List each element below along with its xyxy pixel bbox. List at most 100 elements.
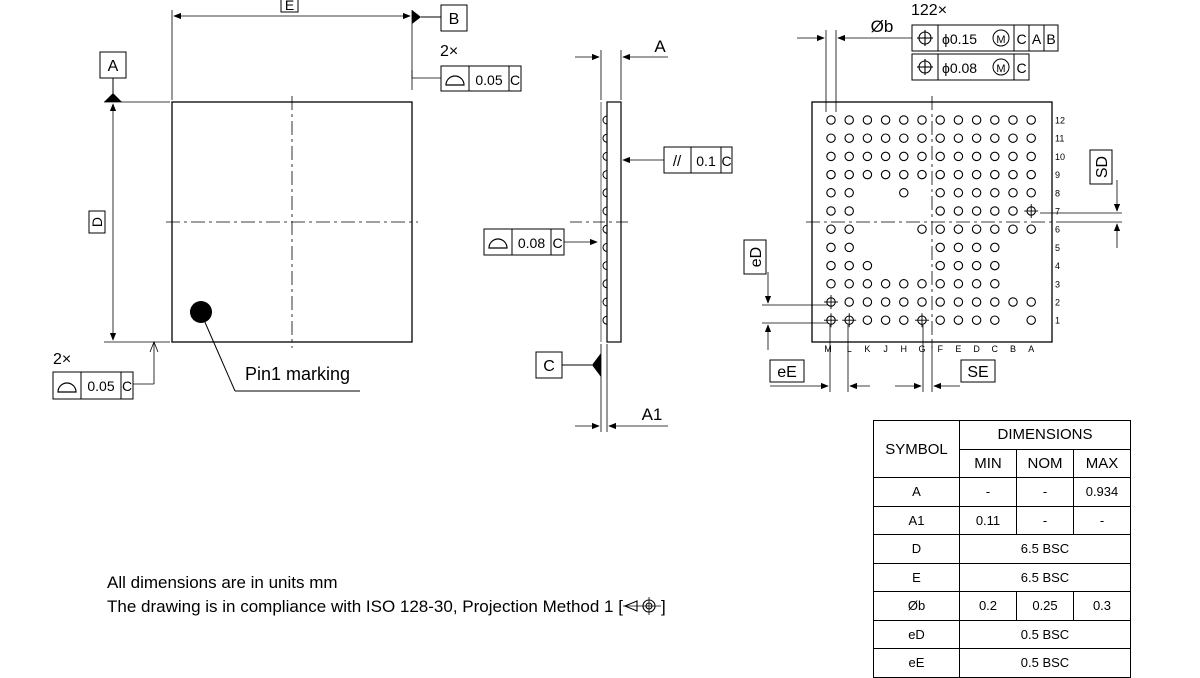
svg-text:0.08: 0.08 (518, 235, 545, 251)
column-label-A: A (1028, 344, 1034, 354)
parallelism-icon: // (673, 153, 682, 170)
position-icon (917, 30, 933, 46)
ball-L5 (844, 242, 854, 253)
ball-C5 (990, 242, 1000, 253)
ball-G6 (917, 224, 927, 234)
ball-F12 (935, 115, 945, 125)
ball-H2 (899, 297, 909, 307)
side-ball (602, 315, 608, 325)
ball-E1 (953, 315, 964, 325)
ball-B12 (1008, 115, 1018, 125)
table-row: A - - 0.934 (873, 477, 1131, 507)
ball-count: 122× (911, 2, 947, 19)
mmc-modifier-icon (992, 29, 1010, 47)
side-ball (602, 206, 608, 216)
ball-M10 (826, 151, 836, 162)
side-ball (602, 133, 608, 143)
ball-A10 (1026, 151, 1036, 162)
side-ball (602, 170, 608, 180)
ball-H1 (899, 315, 909, 325)
ball-K9 (862, 169, 873, 180)
note-units: All dimensions are in units mm (107, 573, 338, 592)
ball-J2 (880, 297, 891, 307)
side-ball (602, 115, 608, 125)
projection-method-icon (622, 597, 661, 615)
ball-B9 (1008, 169, 1018, 180)
ball-E9 (953, 169, 964, 180)
surface-profile-icon (445, 75, 465, 86)
ball-K10 (862, 151, 873, 162)
row-label-3: 3 (1055, 279, 1060, 289)
ball-E11 (953, 133, 964, 143)
ball-M11 (826, 133, 836, 143)
ball-J3 (880, 279, 891, 289)
ball-J1 (880, 315, 891, 325)
ball-L3 (844, 279, 854, 289)
ball-C6 (990, 224, 1000, 234)
dimensions-table: SYMBOL DIMENSIONS MIN NOM MAX A - - 0.93… (873, 420, 1131, 678)
ball-C2 (990, 297, 1000, 307)
ball-D3 (971, 279, 982, 289)
ball-C9 (990, 169, 1000, 180)
ball-B7 (1008, 206, 1018, 216)
ball-D7 (971, 206, 982, 216)
side-ball (602, 188, 608, 198)
ball-D9 (971, 169, 982, 180)
side-ball (602, 261, 608, 271)
col-dimensions: DIMENSIONS (959, 420, 1131, 450)
column-label-J: J (883, 344, 888, 354)
ball-F1 (935, 315, 945, 325)
ball-A2 (1026, 297, 1036, 307)
row-label-11: 11 (1055, 134, 1064, 144)
side-view: A A1 // 0.1 C 0.08 C C (483, 37, 733, 432)
surface-profile-icon-2 (57, 382, 77, 393)
table-row: eE 0.5 BSC (873, 648, 1131, 678)
ball-G10 (917, 151, 927, 162)
ball-A6 (1026, 224, 1036, 234)
position-icon-2 (917, 59, 933, 75)
ball-L9 (844, 169, 854, 180)
row-label-8: 8 (1055, 188, 1060, 198)
side-ball-column (602, 115, 608, 325)
ball-K3 (862, 279, 873, 289)
ball-H12 (899, 115, 909, 125)
ball-reference-cross (824, 295, 838, 309)
col-symbol: SYMBOL (873, 420, 960, 478)
ball-M6 (826, 224, 836, 234)
row-label-2: 2 (1055, 298, 1060, 308)
col-nom: NOM (1016, 448, 1074, 478)
ball-D12 (971, 115, 982, 125)
ball-D6 (971, 224, 982, 234)
ball-C10 (990, 151, 1000, 162)
column-label-D: D (973, 344, 980, 354)
svg-text:0.05: 0.05 (87, 378, 114, 394)
ed-label: eD (748, 247, 765, 267)
ee-label: eE (777, 364, 797, 381)
side-ball (602, 279, 608, 289)
svg-text:A: A (1032, 31, 1042, 47)
ball-C4 (990, 260, 1000, 271)
ball-K11 (862, 133, 873, 143)
ball-L6 (844, 224, 854, 234)
ball-E5 (953, 242, 964, 253)
column-label-H: H (901, 344, 908, 354)
side-ball (602, 242, 608, 252)
ball-E2 (953, 297, 964, 307)
side-ball (602, 224, 608, 234)
ball-G3 (917, 279, 927, 289)
table-row: Øb 0.2 0.25 0.3 (873, 591, 1131, 621)
ball-J10 (880, 151, 891, 162)
column-label-L: L (847, 344, 852, 354)
ball-diameter-label: Øb (871, 17, 894, 36)
svg-text:C: C (552, 235, 562, 251)
ball-D5 (971, 242, 982, 253)
ball-C1 (990, 315, 1000, 325)
ball-J12 (880, 115, 891, 125)
ball-B11 (1008, 133, 1018, 143)
svg-text:0.05: 0.05 (475, 72, 502, 88)
ball-H9 (899, 169, 909, 180)
note-iso: The drawing is in compliance with ISO 12… (107, 597, 666, 616)
ball-C11 (990, 133, 1000, 143)
